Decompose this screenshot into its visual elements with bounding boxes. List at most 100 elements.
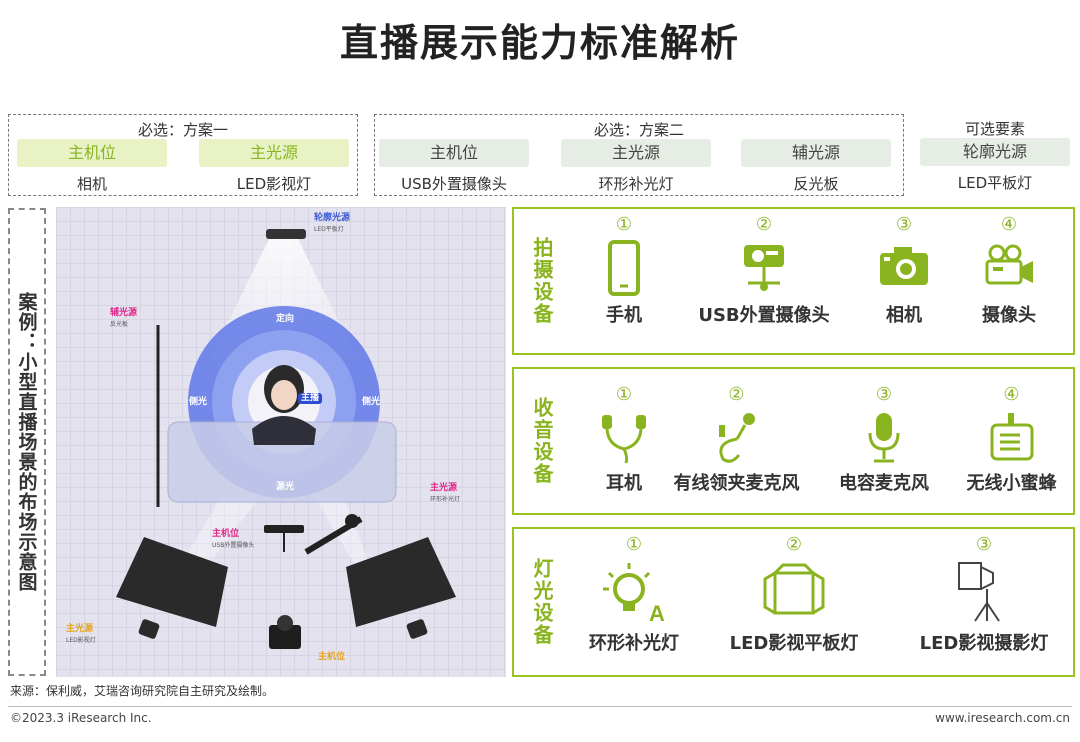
scheme-one: 必选：方案一 主机位 主光源 相机 LED影视灯 [8, 114, 358, 196]
device-led-panel: ② LED影视平板灯 [719, 535, 869, 655]
scheme-two-header: 必选：方案二 [593, 121, 684, 139]
footer-copyright: ©2023.3 iResearch Inc. [10, 711, 152, 725]
panel-lighting-label: 灯光设备 [528, 529, 557, 675]
device-earphones-name: 耳机 [606, 473, 642, 494]
softbox-left-mount [138, 619, 160, 639]
device-led-panel-num: ② [785, 534, 803, 555]
device-video-camera-num: ④ [1000, 214, 1018, 235]
ring-label-bottom: 源光 [276, 482, 295, 492]
led-panel-icon [763, 563, 825, 615]
panel-shooting-label: 拍摄设备 [528, 209, 557, 353]
scheme-one-value-camera: 相机 [76, 175, 107, 193]
svg-text:A: A [649, 601, 665, 625]
source-note: 来源：保利威，艾瑞咨询研究院自主研究及绘制。 [10, 684, 275, 698]
device-condenser-mic-num: ③ [875, 384, 893, 405]
device-condenser-mic: ③ 电容麦克风 [829, 385, 939, 495]
panel-shooting-devices: 拍摄设备 ① 手机 ② USB外置摄像头 ③ 相机 ④ 摄像头 [512, 207, 1075, 355]
device-phone: ① 手机 [574, 215, 674, 327]
panel-lighting-label-text: 灯光设备 [530, 558, 554, 646]
usb-camera-icon [744, 245, 784, 291]
ring-label-right: 侧光 [362, 397, 381, 407]
main-cam-usb-title: 主机位 [212, 529, 240, 539]
panel-audio-label-text: 收音设备 [530, 397, 554, 485]
scheme-optional-value-led: LED平板灯 [957, 174, 1033, 192]
device-phone-num: ① [615, 214, 633, 235]
device-video-camera-name: 摄像头 [982, 305, 1036, 326]
page-title: 直播展示能力标准解析 [339, 21, 740, 65]
panel-audio-devices: 收音设备 ① 耳机 ② 有线领夹麦克风 ③ 电容麦克风 ④ 无线小蜜蜂 [512, 367, 1075, 515]
scheme-two-chip-main-light: 主光源 [561, 139, 711, 167]
device-lavalier-mic-num: ② [728, 384, 745, 405]
studio-layout-diagram: 定向 源光 侧光 侧光 主播 轮廓光源 LED平板灯 辅光源 反光板 主光源 环… [56, 207, 506, 677]
scheme-optional-header: 可选要素 [964, 120, 1025, 138]
usb-camera [264, 525, 304, 533]
condenser-mic-icon [868, 413, 900, 463]
main-camera [269, 625, 301, 649]
case-label: 案例：小型直播场景的布场示意图 [8, 208, 46, 676]
phone-icon [608, 240, 640, 296]
scheme-two-value-reflector: 反光板 [793, 175, 839, 193]
ring-label-left: 侧光 [189, 397, 208, 407]
video-camera-icon [985, 244, 1033, 285]
fill-light-sub: 反光板 [110, 321, 129, 328]
panel-lighting-devices: 灯光设备 ① A 环形补光灯 ② LED影视平板灯 ③ LED影视摄影灯 [512, 527, 1075, 677]
main-cam-usb-sub: USB外置摄像头 [212, 542, 255, 549]
ring-light-head [345, 514, 359, 528]
device-softbox-light-name: LED影视摄影灯 [919, 633, 1049, 654]
main-camera-lens [277, 615, 293, 631]
softbox-left [116, 537, 228, 627]
device-usb-camera: ② USB外置摄像头 [684, 215, 844, 327]
scheme-two: 必选：方案二 主机位 主光源 辅光源 USB外置摄像头 环形补光灯 反光板 [374, 114, 904, 196]
device-wireless-speaker-num: ④ [1003, 384, 1020, 405]
scheme-two-value-usb: USB外置摄像头 [401, 175, 507, 193]
device-condenser-mic-name: 电容麦克风 [839, 473, 929, 494]
host-label: 主播 [298, 393, 323, 404]
outline-light-title: 轮廓光源 [314, 213, 351, 223]
device-ring-light-name: 环形补光灯 [589, 633, 679, 654]
outline-light-tag: 轮廓光源 LED平板灯 [314, 213, 350, 235]
fill-light-tag: 辅光源 反光板 [110, 308, 137, 330]
device-softbox-light-num: ③ [975, 534, 993, 555]
main-cam-tag: 主机位 [318, 652, 345, 663]
host-body [252, 416, 316, 445]
device-wireless-speaker: ④ 无线小蜜蜂 [954, 385, 1069, 495]
main-light-right-title: 主光源 [430, 483, 458, 493]
device-wireless-speaker-name: 无线小蜜蜂 [966, 473, 1057, 494]
softbox-right [346, 537, 456, 627]
device-lavalier-mic-name: 有线领夹麦克风 [673, 473, 800, 494]
main-light-left-tag: 主光源 LED影视灯 [66, 624, 96, 646]
scheme-optional: 可选要素 轮廓光源 LED平板灯 [920, 114, 1070, 196]
footer-website: www.iresearch.com.cn [935, 711, 1070, 725]
device-camera: ③ 相机 [854, 215, 954, 327]
main-light-left-sub: LED影视灯 [66, 637, 96, 644]
device-softbox-light: ③ LED影视摄影灯 [904, 535, 1064, 655]
device-camera-num: ③ [895, 214, 913, 235]
device-usb-camera-name: USB外置摄像头 [698, 305, 830, 326]
host-face [271, 380, 297, 410]
softbox-right-mount [406, 619, 428, 639]
main-light-right-tag: 主光源 环形补光灯 [430, 483, 460, 505]
panel-shooting-label-text: 拍摄设备 [530, 237, 554, 325]
scheme-one-chip-main-light: 主光源 [199, 139, 349, 167]
scheme-two-chip-main-camera: 主机位 [379, 139, 529, 167]
device-ring-light: ① A 环形补光灯 [574, 535, 694, 655]
device-camera-name: 相机 [886, 305, 922, 326]
main-cam-title: 主机位 [318, 652, 346, 662]
scheme-two-chip-fill-light: 辅光源 [741, 139, 891, 167]
ring-light-icon: A [603, 563, 665, 626]
device-video-camera: ④ 摄像头 [959, 215, 1059, 327]
outline-light-sub: LED平板灯 [314, 226, 344, 233]
wireless-speaker-icon [990, 413, 1033, 461]
device-earphones-num: ① [615, 384, 633, 405]
device-lavalier-mic: ② 有线领夹麦克风 [664, 385, 809, 495]
case-label-text: 案例：小型直播场景的布场示意图 [15, 292, 38, 592]
softbox-light-icon [958, 562, 1000, 622]
device-led-panel-name: LED影视平板灯 [729, 633, 859, 654]
footer-divider [8, 706, 1072, 707]
main-light-right-sub: 环形补光灯 [430, 496, 461, 503]
earphones-icon [602, 415, 646, 464]
studio-illustration [116, 229, 456, 649]
device-ring-light-num: ① [625, 534, 643, 555]
ring-label-top: 定向 [276, 314, 295, 324]
device-phone-name: 手机 [606, 305, 642, 326]
